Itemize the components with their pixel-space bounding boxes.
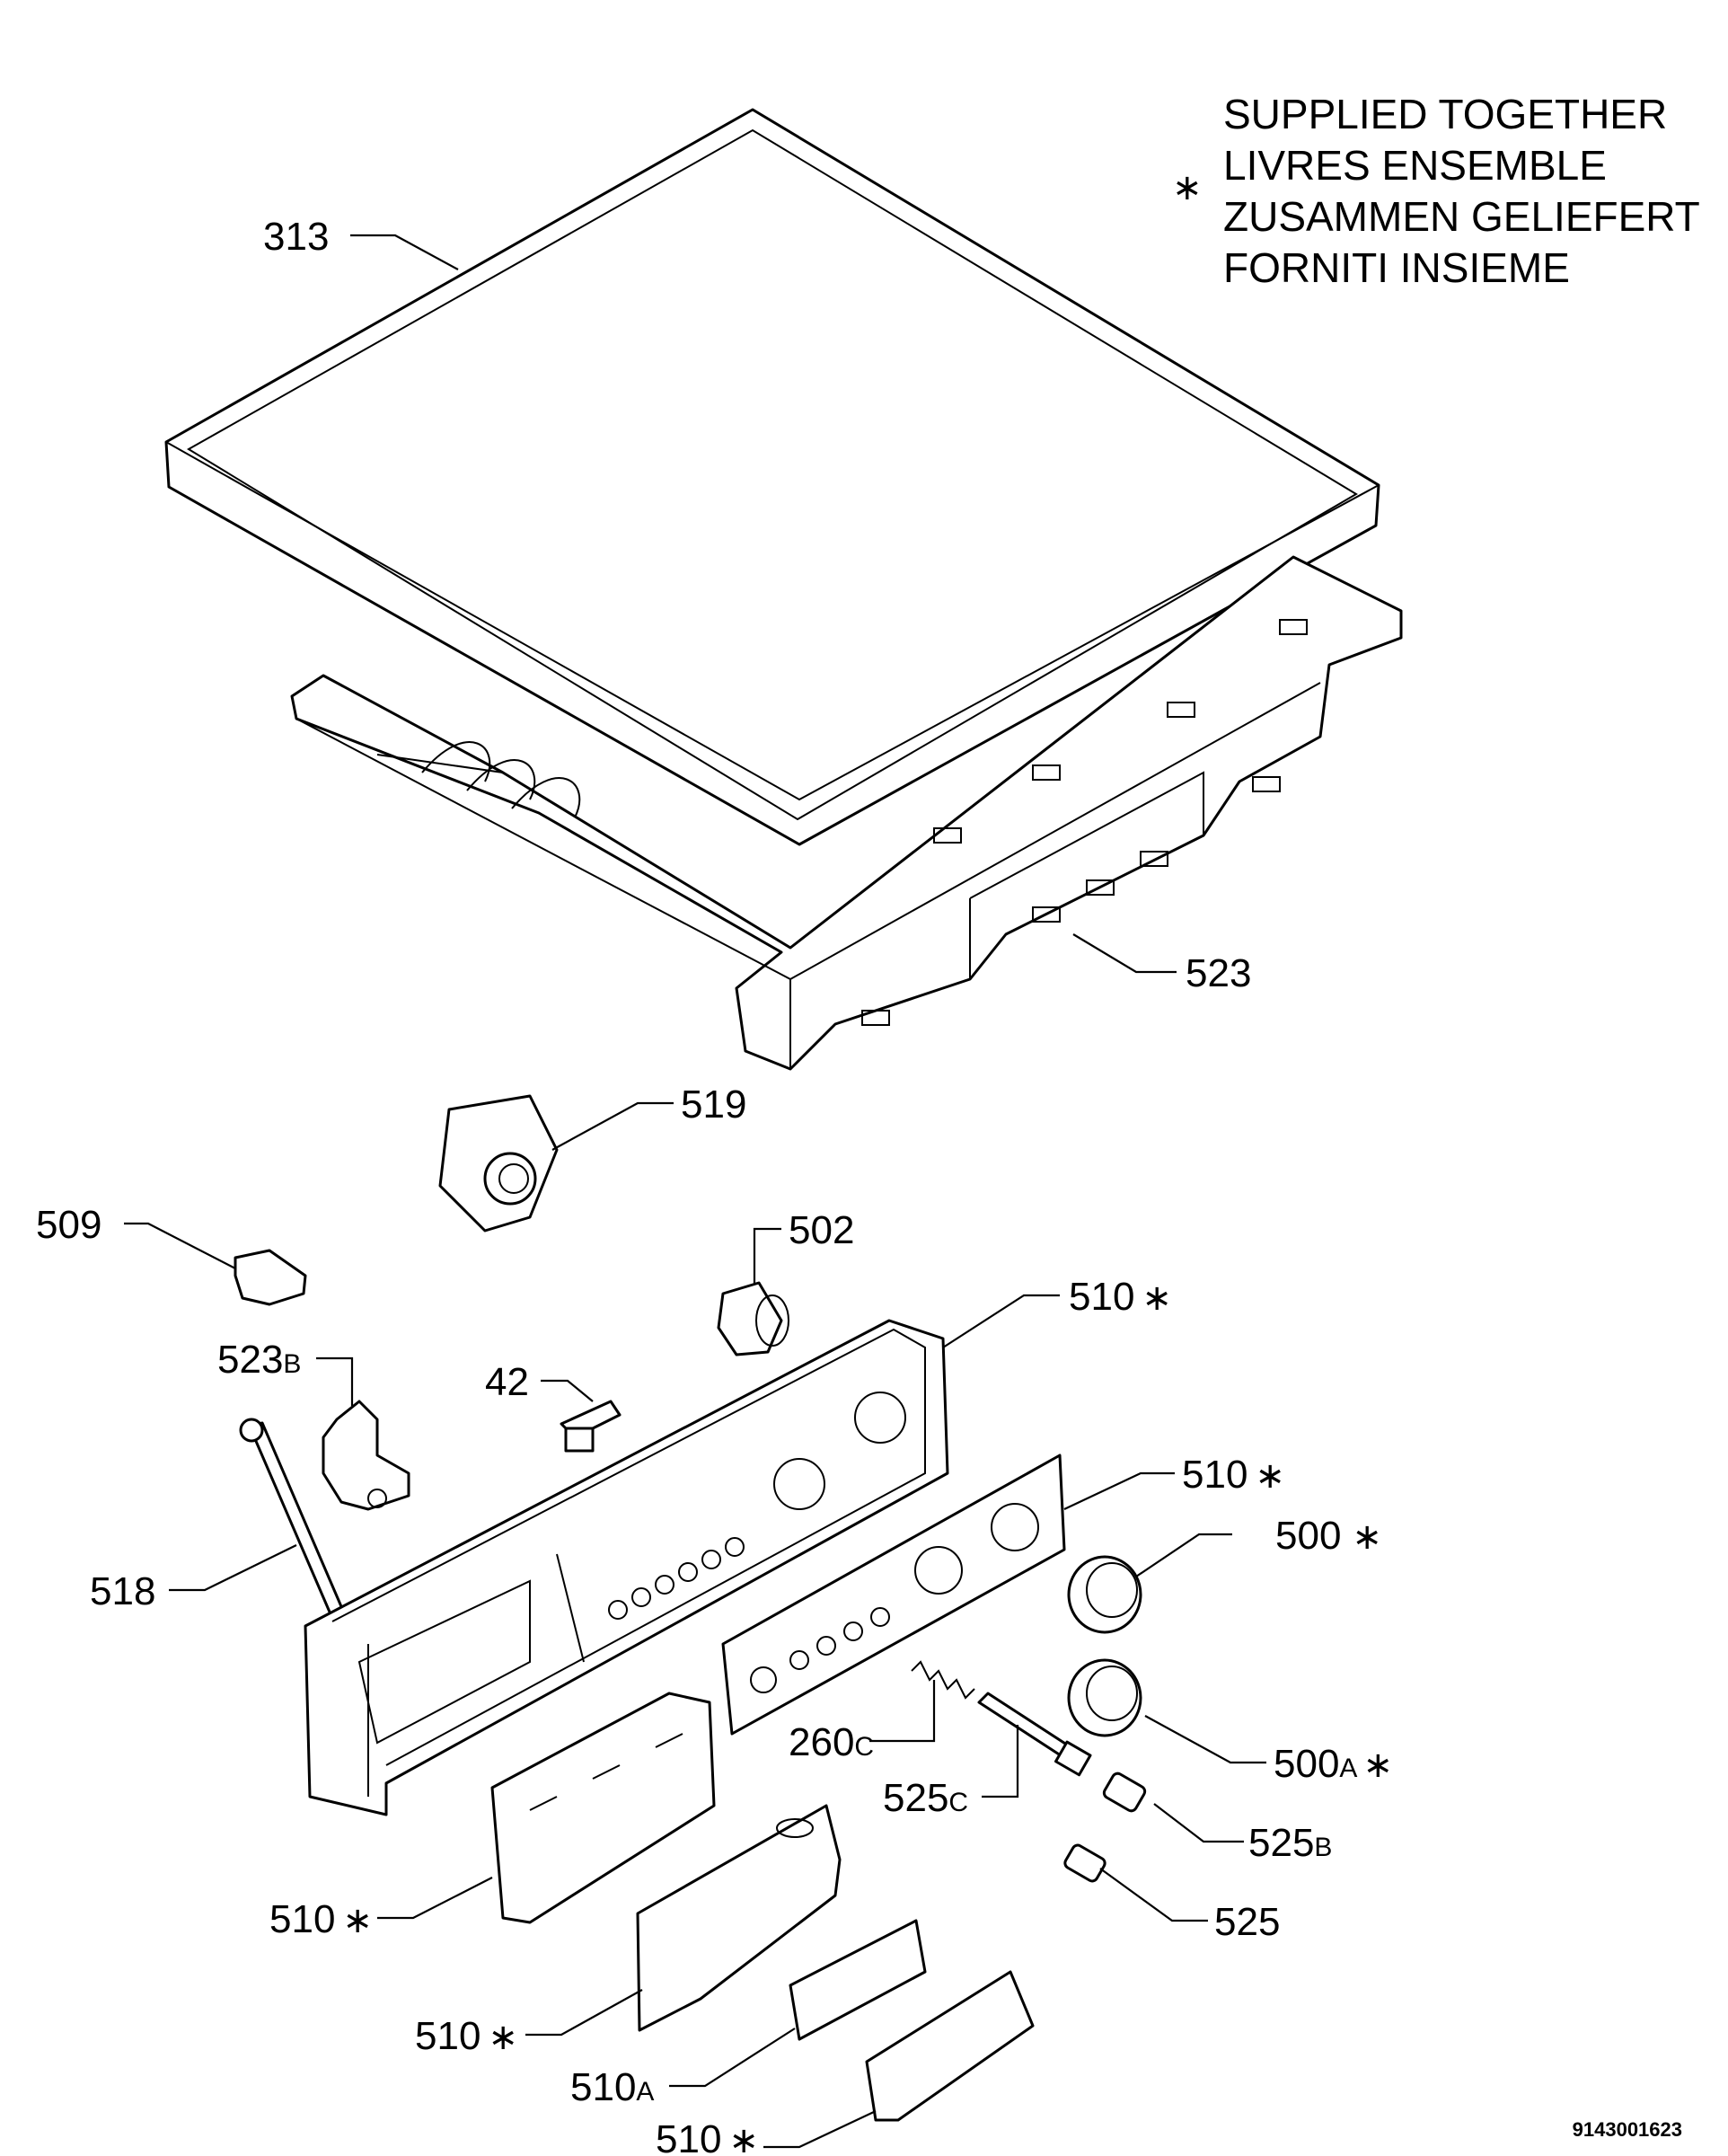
legend-asterisk: ∗ (1172, 167, 1203, 208)
part-523-top-frame (290, 555, 1403, 1071)
callout-42: 42 (485, 1360, 529, 1404)
callout-500: 500∗ (1275, 1514, 1382, 1558)
callout-509: 509 (36, 1203, 101, 1247)
part-510-drawer-handle (636, 1804, 842, 2032)
callout-523: 523 (1186, 951, 1251, 995)
callout-313: 313 (263, 215, 329, 259)
legend-line-3: ZUSAMMEN GELIEFERT (1223, 193, 1700, 240)
callout-260c: 260C (789, 1720, 874, 1764)
panel-buttons (608, 1537, 745, 1620)
callout-510-drawer-front: 510∗ (269, 1897, 373, 1941)
part-510-control-panel (304, 1319, 949, 1816)
part-260c-spring (911, 1660, 975, 1700)
part-500a-knob (1067, 1658, 1142, 1737)
callout-519: 519 (681, 1082, 746, 1127)
part-313-top-cover (164, 108, 1380, 846)
part-502 (717, 1281, 789, 1356)
drawing-code: 9143001623 (1573, 2118, 1682, 2141)
callout-510-drawer-handle: 510∗ (415, 2014, 518, 2058)
callout-523b: 523B (217, 1338, 301, 1382)
callout-502: 502 (789, 1208, 854, 1252)
callout-510a: 510A (570, 2065, 654, 2109)
callout-510-fascia: 510∗ (1182, 1453, 1285, 1497)
part-523b (322, 1400, 410, 1511)
part-510a-insert (789, 1919, 927, 2041)
part-525c-shaft (977, 1692, 1092, 1777)
callout-labels: 313 523 519 509 502 510∗ 523B 42 510∗ 50… (36, 215, 1393, 2156)
callout-500a: 500A∗ (1274, 1742, 1393, 1786)
part-519 (438, 1094, 559, 1233)
callout-525c: 525C (883, 1776, 968, 1820)
callout-518: 518 (90, 1569, 155, 1613)
legend-line-4: FORNITI INSIEME (1223, 244, 1570, 291)
callout-525b: 525B (1248, 1821, 1332, 1865)
callout-510-drawer-cap: 510∗ (656, 2117, 759, 2156)
callout-510-panel: 510∗ (1069, 1275, 1172, 1319)
part-500-knob (1067, 1555, 1142, 1634)
part-525b (1102, 1772, 1147, 1813)
legend: ∗ SUPPLIED TOGETHER LIVRES ENSEMBLE ZUSA… (1172, 91, 1700, 291)
legend-line-2: LIVRES ENSEMBLE (1223, 142, 1607, 189)
legend-line-1: SUPPLIED TOGETHER (1223, 91, 1667, 137)
leader-lines (124, 234, 1266, 2149)
part-42 (560, 1400, 622, 1453)
part-509 (234, 1249, 307, 1306)
part-525 (1063, 1843, 1106, 1883)
part-510-fascia (721, 1454, 1066, 1736)
part-510-drawer-cap (865, 1970, 1035, 2122)
frame-slots (861, 619, 1308, 1026)
part-510-drawer-front (490, 1692, 716, 1924)
callout-525: 525 (1214, 1900, 1280, 1944)
